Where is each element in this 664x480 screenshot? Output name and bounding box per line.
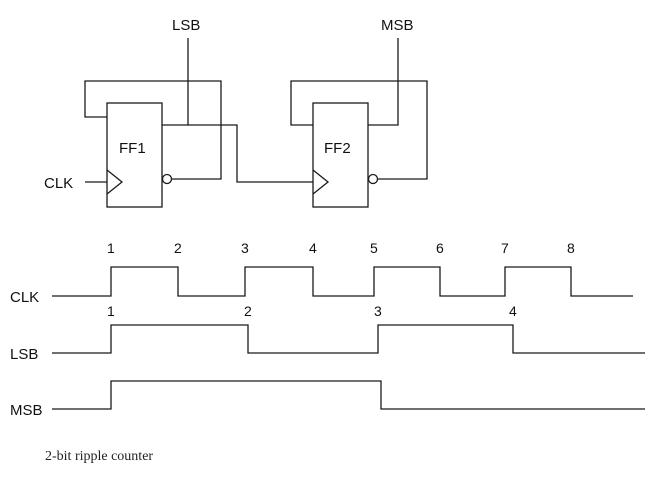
msb-output-label: MSB bbox=[381, 17, 414, 34]
figure-caption: 2-bit ripple counter bbox=[45, 449, 153, 464]
waveform-label: MSB bbox=[10, 402, 43, 419]
waveform-lsb bbox=[52, 324, 645, 354]
waveform-clk bbox=[52, 266, 633, 297]
ff2-feedback-wire bbox=[290, 80, 428, 180]
edge-number-label: 4 bbox=[309, 240, 317, 256]
ff1-label: FF1 bbox=[119, 140, 146, 157]
waveform-label: CLK bbox=[10, 289, 39, 306]
edge-number-label: 2 bbox=[174, 240, 182, 256]
ff1-clock-triangle bbox=[106, 169, 124, 195]
edge-number-label: 5 bbox=[370, 240, 378, 256]
ff1-to-ff2-clock-wire bbox=[188, 124, 313, 183]
ff2-inverted-output-bubble bbox=[367, 173, 379, 185]
edge-number-label: 7 bbox=[501, 240, 509, 256]
circuit-schematic: FF1 FF2 CLK LSB MSB bbox=[44, 17, 428, 208]
waveform-label: LSB bbox=[10, 346, 38, 363]
clk-input-label: CLK bbox=[44, 175, 73, 192]
waveform-msb bbox=[52, 380, 645, 410]
ff1-feedback-wire bbox=[84, 80, 222, 180]
edge-number-label: 3 bbox=[374, 303, 382, 319]
ff2-label: FF2 bbox=[324, 140, 351, 157]
ff2-clock-triangle bbox=[312, 169, 330, 195]
ff1-inverted-output-bubble bbox=[161, 173, 173, 185]
ff1-block bbox=[106, 102, 163, 208]
edge-number-label: 8 bbox=[567, 240, 575, 256]
edge-number-label: 2 bbox=[244, 303, 252, 319]
ff2-block bbox=[312, 102, 369, 208]
edge-number-label: 1 bbox=[107, 240, 115, 256]
edge-number-label: 3 bbox=[241, 240, 249, 256]
edge-number-label: 1 bbox=[107, 303, 115, 319]
lsb-output-label: LSB bbox=[172, 17, 200, 34]
ff2-q-to-msb-wire bbox=[368, 38, 399, 126]
edge-number-label: 4 bbox=[509, 303, 517, 319]
edge-number-label: 6 bbox=[436, 240, 444, 256]
